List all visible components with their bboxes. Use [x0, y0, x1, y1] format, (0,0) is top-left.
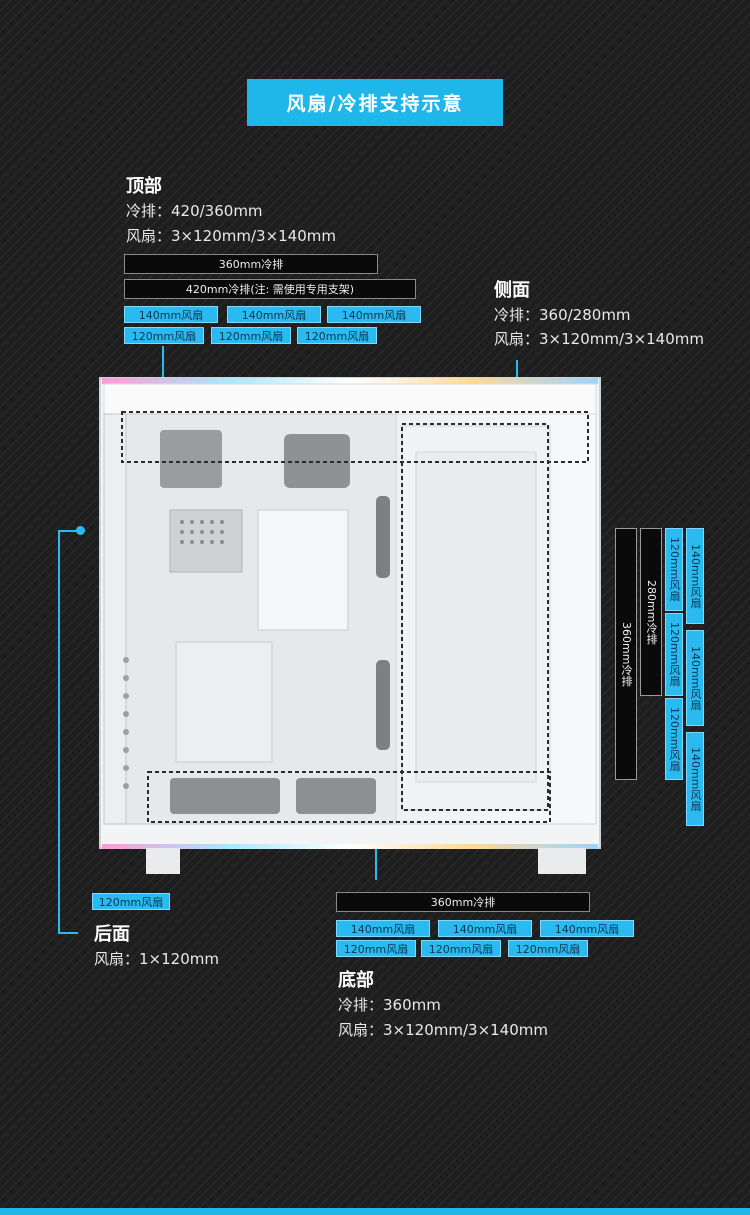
top-heading: 顶部 — [126, 172, 162, 198]
bottom-radiator-spec: 冷排：360mm — [338, 994, 441, 1015]
rear-heading: 后面 — [94, 920, 130, 946]
top-fan-tag-140-3: 140mm风扇 — [327, 306, 421, 323]
rear-pointer-line-h2 — [58, 932, 78, 934]
bottom-fan-tag-140-2: 140mm风扇 — [438, 920, 532, 937]
side-fan-spec: 风扇：3×120mm/3×140mm — [494, 328, 704, 349]
footer-accent-bar — [0, 1208, 750, 1215]
side-radiator-spec: 冷排：360/280mm — [494, 304, 631, 325]
side-fan-tag-120-2: 120mm风扇 — [665, 613, 683, 696]
top-fan-tag-140-2: 140mm风扇 — [227, 306, 321, 323]
top-rad-tag-420: 420mm冷排(注: 需使用专用支架) — [124, 279, 416, 299]
rear-fan-tag-120: 120mm风扇 — [92, 893, 170, 910]
side-heading: 侧面 — [494, 276, 530, 302]
side-rad-tag-360: 360mm冷排 — [615, 528, 637, 780]
top-fan-tag-120-1: 120mm风扇 — [124, 327, 204, 344]
page-title: 风扇/冷排支持示意 — [247, 79, 503, 126]
pc-case-illustration — [90, 370, 610, 880]
top-rad-tag-360: 360mm冷排 — [124, 254, 378, 274]
side-fan-tag-120-3: 120mm风扇 — [665, 698, 683, 780]
bottom-heading: 底部 — [338, 966, 374, 992]
side-fan-tag-140-3: 140mm风扇 — [686, 732, 704, 826]
top-fan-spec: 风扇：3×120mm/3×140mm — [126, 225, 336, 246]
side-fan-tag-140-2: 140mm风扇 — [686, 630, 704, 726]
bottom-fan-tag-120-3: 120mm风扇 — [508, 940, 588, 957]
rear-pointer-line-v — [58, 530, 60, 934]
side-fan-tag-140-1: 140mm风扇 — [686, 528, 704, 624]
bottom-fan-spec: 风扇：3×120mm/3×140mm — [338, 1019, 548, 1040]
top-fan-tag-140-1: 140mm风扇 — [124, 306, 218, 323]
bottom-fan-tag-120-2: 120mm风扇 — [421, 940, 501, 957]
top-fan-tag-120-3: 120mm风扇 — [297, 327, 377, 344]
bottom-rad-tag-360: 360mm冷排 — [336, 892, 590, 912]
rear-fan-spec: 风扇：1×120mm — [94, 948, 219, 969]
top-fan-tag-120-2: 120mm风扇 — [211, 327, 291, 344]
side-fan-tag-120-1: 120mm风扇 — [665, 528, 683, 611]
rgb-strip-top — [102, 378, 598, 384]
top-radiator-spec: 冷排：420/360mm — [126, 200, 263, 221]
bottom-fan-tag-120-1: 120mm风扇 — [336, 940, 416, 957]
rear-pointer-line-h1 — [58, 530, 80, 532]
bottom-fan-tag-140-1: 140mm风扇 — [336, 920, 430, 937]
side-rad-tag-280: 280mm冷排 — [640, 528, 662, 696]
bottom-fan-tag-140-3: 140mm风扇 — [540, 920, 634, 937]
